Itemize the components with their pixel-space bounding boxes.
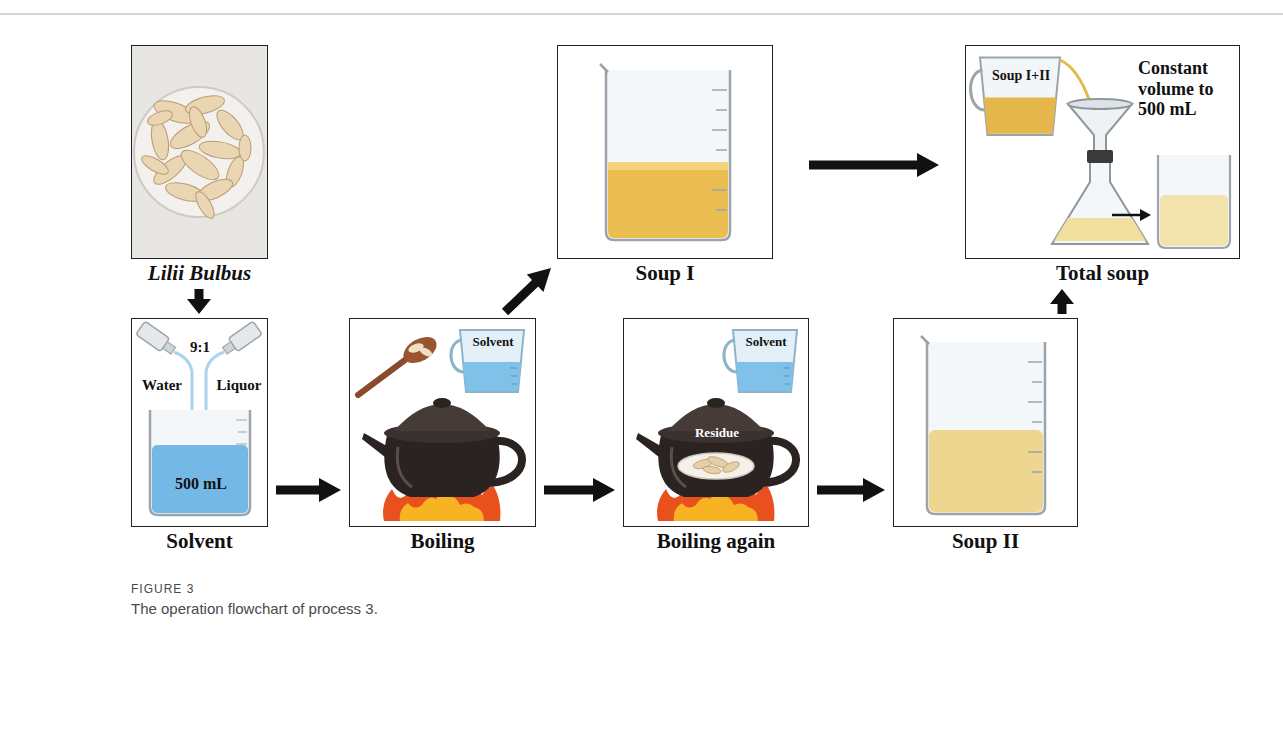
beaker-lip [600, 64, 608, 72]
soup-liquid [929, 430, 1043, 512]
page-rule [0, 13, 1283, 15]
bottle-neck [223, 342, 236, 354]
lily-slice [239, 135, 251, 161]
flow-arrow [502, 268, 551, 315]
flow-arrow [809, 153, 939, 177]
lily-slice [703, 465, 722, 475]
cup-label: Solvent [734, 335, 798, 350]
solvent-panel: Water 9:1Liquor 500 mL Solvent [131, 318, 268, 553]
panel-label: Boiling again [623, 530, 809, 553]
flask-stopper [1087, 150, 1113, 163]
beaker-ticks [1028, 362, 1042, 472]
cup-body [980, 58, 1060, 136]
soup-surface [608, 162, 728, 170]
panel-frame: Solvent [349, 318, 536, 527]
clay-pot [362, 398, 522, 521]
beaker-ticks [236, 420, 247, 444]
panel-label: Solvent [131, 530, 268, 553]
lily-slice [418, 345, 434, 358]
beaker-lip [921, 336, 929, 344]
beaker [150, 410, 250, 515]
soup-panel: Soup I [557, 45, 773, 285]
flask-liquid [1054, 218, 1146, 241]
lily-slices [139, 92, 251, 221]
liquor-bottle [220, 321, 262, 357]
panel-label: Soup II [893, 530, 1078, 553]
panel-label: Soup I [557, 262, 773, 285]
bottle-neck [163, 342, 176, 354]
flow-arrow [276, 478, 341, 502]
transfer-arrow [1112, 214, 1142, 217]
beaker-ticks [712, 90, 727, 210]
panel-frame [893, 318, 1078, 527]
panel-frame: Soup I+II Constant volume to 500 mL [965, 45, 1240, 259]
lily-slice [721, 460, 741, 475]
soup-liquid [1160, 195, 1228, 246]
lily-slice [177, 145, 223, 185]
residue-slices [692, 454, 741, 475]
cup-label: Solvent [461, 335, 525, 350]
beaker [1158, 155, 1230, 248]
panel-label: Total soup [965, 262, 1240, 285]
flow-arrow [817, 478, 885, 502]
clay-pot [636, 398, 796, 521]
water-bottle [136, 321, 178, 357]
soup-liquid [608, 162, 728, 238]
photo-panel: Lilii Bulbus [131, 45, 268, 285]
figure-caption: The operation flowchart of process 3. [131, 600, 378, 617]
photo-ground [132, 46, 267, 258]
transfer-arrowhead [1140, 209, 1151, 221]
volume-label: 500 mL [151, 475, 251, 493]
total-soup-panel: Soup I+II Constant volume to 500 mL Total … [965, 45, 1240, 285]
lily-slice [192, 189, 217, 221]
lily-slice [186, 105, 210, 140]
figure-number: FIGURE 3 [131, 582, 194, 596]
lily-slice [139, 152, 171, 177]
flow-arrow [544, 478, 615, 502]
beaker [606, 70, 730, 240]
flow-arrow [1050, 289, 1074, 314]
boiling-panel: SolventBoiling [349, 318, 536, 553]
measuring-cup [451, 330, 524, 392]
instruction-note: Constant volume to 500 mL [1138, 58, 1236, 120]
funnel-rim [1068, 99, 1132, 109]
spoon-handle [358, 360, 405, 395]
spoon-bowl [399, 331, 441, 368]
flow-arrow [187, 289, 211, 314]
cup-soup [984, 98, 1057, 134]
boiling-again-panel: SolventResidueBoiling again [623, 318, 809, 553]
panel-frame: Water 9:1Liquor 500 mL [131, 318, 268, 527]
flask [1052, 163, 1148, 244]
ingredient-label: Water [136, 377, 188, 394]
panel-label: Boiling [349, 530, 536, 553]
lily-slice [146, 108, 175, 128]
cup-label: Soup I+II [981, 68, 1061, 84]
soup-panel: Soup II [893, 318, 1078, 553]
panel-frame: SolventResidue [623, 318, 809, 527]
beaker [927, 342, 1045, 514]
ratio-label: 9:1 [180, 339, 220, 356]
panel-label: Lilii Bulbus [131, 262, 268, 285]
measuring-cup [724, 330, 797, 392]
pour-stream [1060, 60, 1090, 102]
panel-frame [557, 45, 773, 259]
pouring-cup [971, 58, 1060, 136]
panel-frame [131, 45, 268, 259]
ingredient-label: Liquor [212, 377, 266, 394]
cup-handle [971, 70, 985, 110]
residue-label: Residue [682, 426, 752, 441]
residue-plate [678, 453, 754, 479]
